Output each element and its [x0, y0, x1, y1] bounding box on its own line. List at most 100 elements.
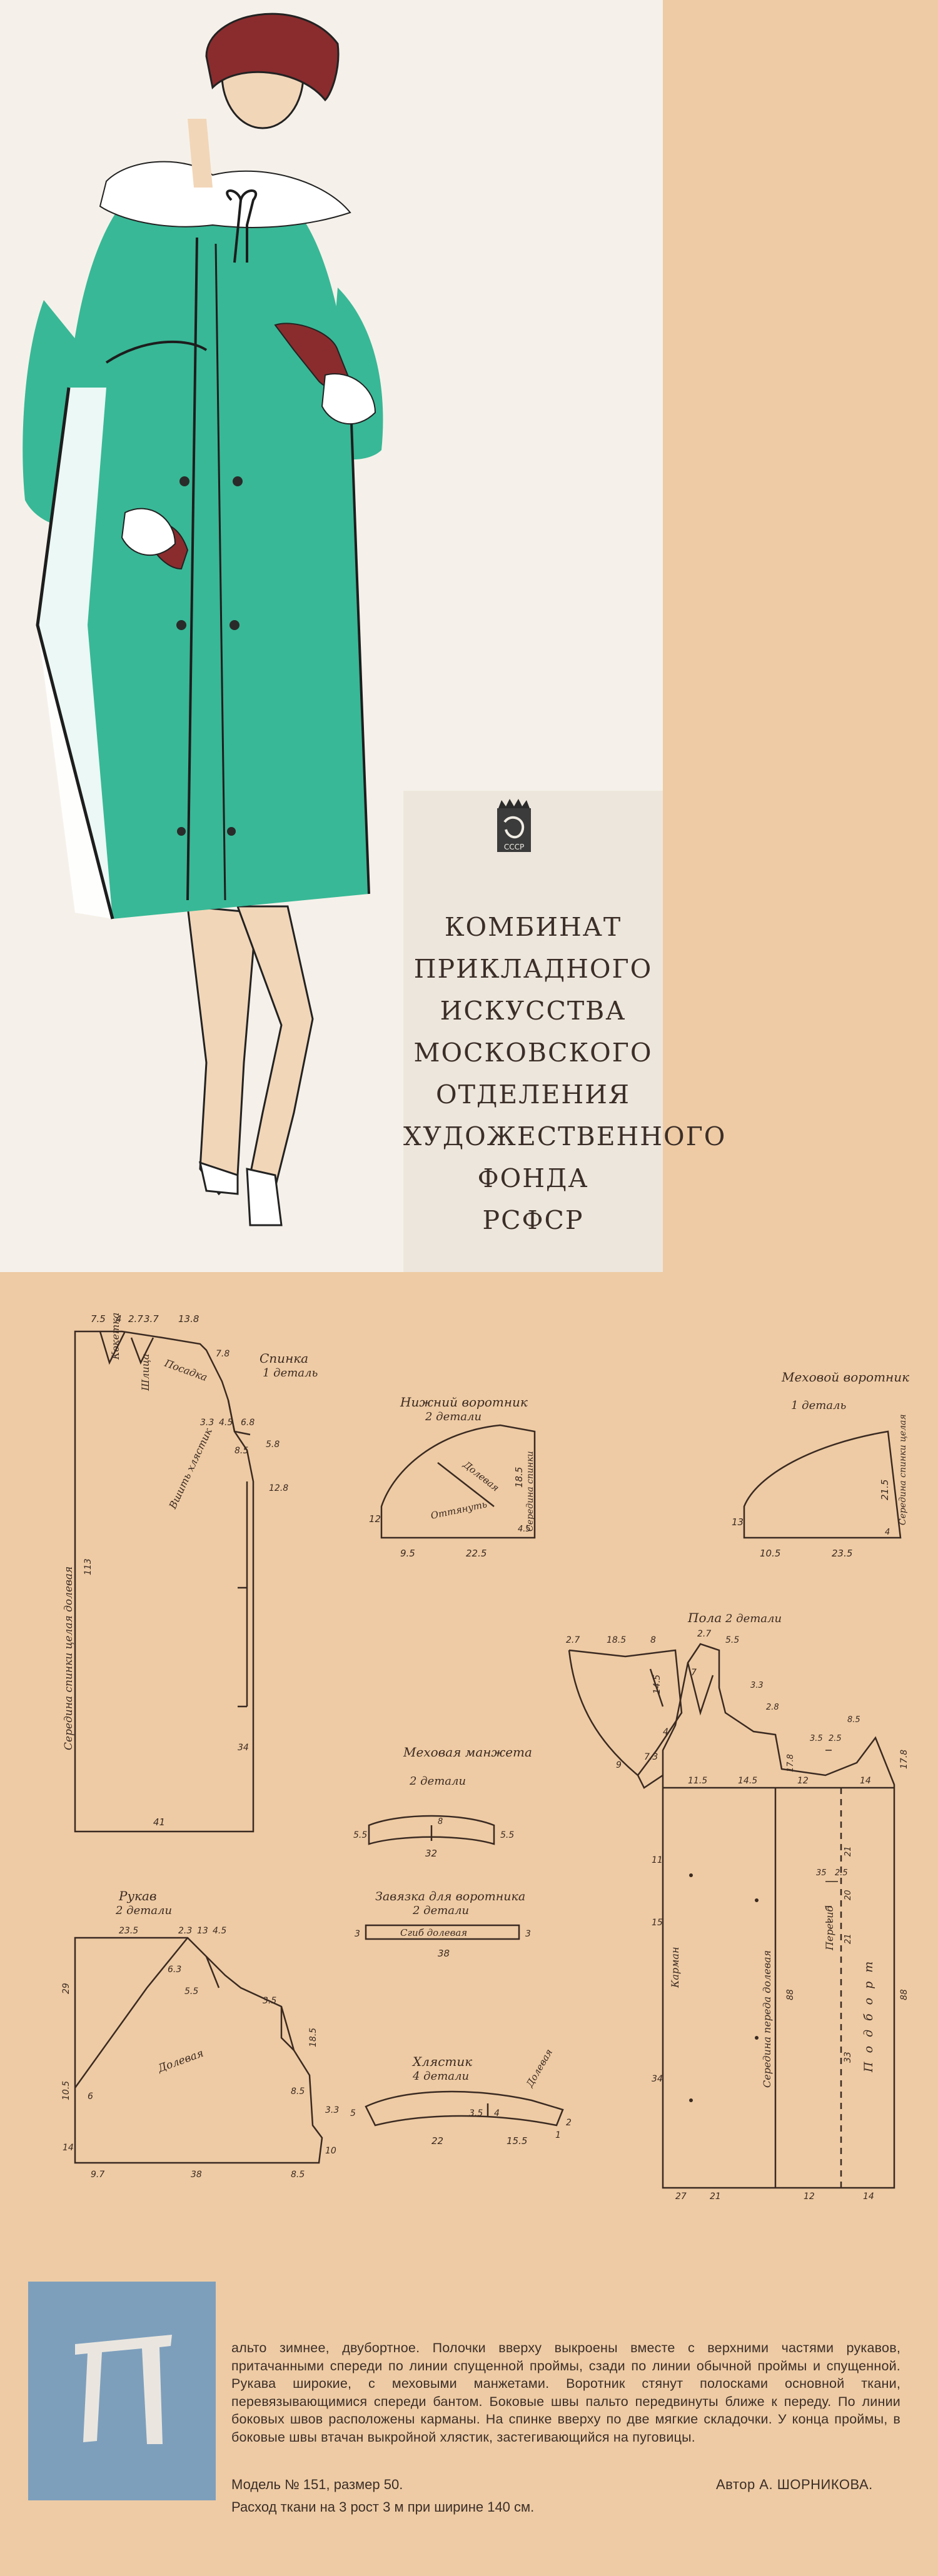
dimension: 2.7 — [566, 1635, 580, 1645]
fabric-usage: Расход ткани на 3 рост 3 м при ширине 14… — [231, 2499, 535, 2515]
dimension: 3.7 — [144, 1313, 159, 1325]
dimension: 3.5 — [810, 1734, 823, 1743]
dimension: 38 — [438, 1948, 450, 1959]
dimension: 2 — [566, 2118, 572, 2128]
dimension: 2.7 — [697, 1629, 711, 1639]
piece-back-outline — [74, 1330, 255, 1833]
dimension: 9.7 — [91, 2170, 104, 2180]
dimension: 8.5 — [291, 2170, 305, 2180]
dimension: 14 — [63, 2143, 74, 2153]
dimension: 6.3 — [168, 1965, 181, 1975]
publisher-line: ХУДОЖЕСТВЕННОГО — [403, 1121, 727, 1151]
dimension: 15 — [652, 1918, 663, 1928]
model-info: Модель № 151, размер 50. — [231, 2477, 403, 2492]
piece-title: Нижний воротник — [400, 1395, 528, 1410]
pattern-sheet: Спинка 1 деталь Нижний воротник 2 детали… — [61, 1313, 909, 2202]
piece-label: Середина спинки целая долевая — [63, 1566, 75, 1750]
piece-label: Середина переда долевая — [761, 1950, 773, 2088]
dimension: 11 — [652, 1855, 663, 1865]
dimension: 4.5 — [518, 1525, 531, 1534]
piece-label: Подборт — [862, 1953, 875, 2073]
dimension: 12 — [797, 1776, 809, 1786]
piece-under-collar-outline — [380, 1424, 536, 1539]
dimension: 2.3 — [178, 1926, 192, 1936]
dimension: 3.3 — [325, 2105, 339, 2115]
dimension: 14 — [860, 1776, 871, 1786]
dimension: 88 — [899, 1989, 909, 2000]
dimension: 34 — [238, 1743, 249, 1753]
piece-count: 4 детали — [412, 2070, 469, 2083]
piece-label: Вшить хлястик — [166, 1426, 214, 1511]
dimension: 10 — [325, 2146, 336, 2156]
hat — [205, 13, 340, 102]
dimension: 13 — [197, 1926, 208, 1936]
piece-label: Перегиб — [824, 1905, 835, 1951]
logo-text: СССР — [504, 843, 524, 851]
dimension: 14.5 — [738, 1776, 757, 1786]
piece-title: Пола — [687, 1610, 722, 1625]
dimension: 34 — [652, 2074, 663, 2084]
publisher-line: ПРИКЛАДНОГО — [413, 954, 653, 984]
piece-title: Рукав — [118, 1888, 157, 1903]
dimension: 8 — [438, 1817, 443, 1827]
dimension: 13.8 — [178, 1313, 199, 1325]
dimension: 7.8 — [216, 1349, 229, 1359]
dimension: 18.5 — [607, 1635, 626, 1645]
piece-half-belt-outline — [365, 2090, 564, 2127]
dimension: 11.5 — [688, 1776, 707, 1786]
dimension: 22 — [431, 2135, 443, 2147]
dimension: 8.5 — [291, 2087, 305, 2097]
publisher-line: ИСКУССТВА — [440, 996, 627, 1026]
dimension: 29 — [61, 1983, 71, 1994]
dimension: 21 — [844, 1933, 853, 1944]
drop-cap: П — [75, 2335, 172, 2444]
dimension: 12 — [369, 1513, 381, 1525]
piece-title: Спинка — [260, 1351, 308, 1366]
dimension: 5 — [350, 2108, 356, 2118]
piece-label: Шлица — [139, 1354, 151, 1391]
dimension: 8 — [650, 1635, 656, 1645]
piece-title: Меховой воротник — [781, 1370, 909, 1385]
dimension: 6.8 — [241, 1418, 255, 1428]
dimension: 4 — [663, 1727, 668, 1737]
dimension: 18.5 — [513, 1467, 525, 1488]
dimension: 32 — [425, 1848, 437, 1859]
dimension: 8.5 — [234, 1446, 248, 1456]
publisher-line: ОТДЕЛЕНИЯ — [436, 1080, 630, 1110]
dimension: 33 — [843, 2052, 853, 2063]
dimension: 9.5 — [400, 1548, 415, 1559]
dimension: 4.5 — [213, 1926, 226, 1936]
dimension: 15.5 — [507, 2135, 527, 2147]
dimension: 2.7 — [128, 1313, 143, 1325]
description-text: альто зимнее, двубортное. Полочки вверху… — [231, 2340, 900, 2445]
dimension: 22.5 — [466, 1548, 487, 1559]
piece-count: 2 детали — [409, 1775, 466, 1788]
dimension: 13 — [732, 1516, 744, 1528]
dimension: 113 — [83, 1558, 93, 1575]
piece-label: Сгиб долевая — [400, 1927, 467, 1938]
coat-illustration — [23, 13, 383, 1226]
dimension: 3.3 — [200, 1418, 214, 1428]
dimension: 7.3 — [644, 1752, 658, 1762]
dimension: 4 — [494, 2108, 500, 2118]
piece-tie-outline — [365, 1924, 520, 1940]
dimension: 21.5 — [879, 1480, 890, 1500]
piece-title: Меховая манжета — [403, 1745, 532, 1760]
piece-label: Посадка — [163, 1357, 209, 1384]
publisher-title: КОМБИНАТ ПРИКЛАДНОГО ИСКУССТВА МОСКОВСКО… — [403, 906, 727, 1241]
dimension: 21 — [710, 2192, 721, 2202]
piece-title: Хлястик — [411, 2054, 472, 2069]
piece-label: Долевая — [461, 1458, 502, 1493]
piece-count: 2 детали — [425, 1410, 482, 1423]
piece-label: Оттянуть — [430, 1498, 488, 1521]
publisher-line: МОСКОВСКОГО — [413, 1038, 653, 1068]
dimension: 38 — [191, 2170, 202, 2180]
dimension: 12.8 — [269, 1483, 288, 1493]
piece-fur-collar-outline — [743, 1430, 902, 1539]
dimension: 5.5 — [725, 1635, 739, 1645]
dimension: 9 — [616, 1760, 622, 1770]
dimension: 10.5 — [760, 1548, 780, 1559]
author-credit: Автор А. ШОРНИКОВА. — [716, 2477, 873, 2492]
dimension: 7 — [691, 1668, 697, 1678]
dimension: 23.5 — [832, 1548, 852, 1559]
